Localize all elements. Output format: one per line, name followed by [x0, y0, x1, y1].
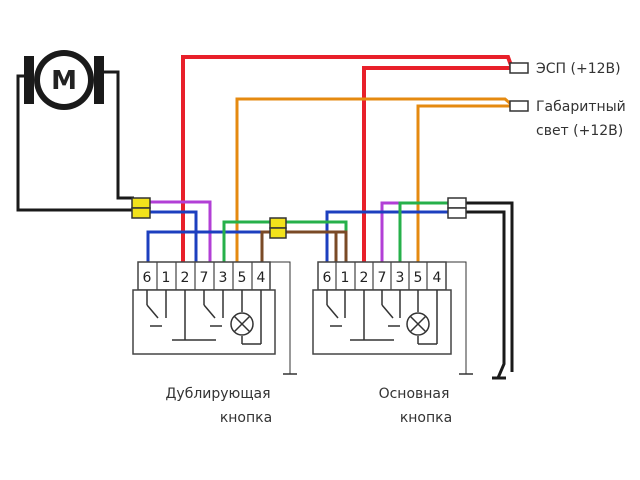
- terminal-lights: [509, 100, 529, 112]
- lights-label-line1: Габаритный: [536, 99, 626, 115]
- main-pin-1: 6: [323, 270, 332, 286]
- dup-lamp-icon: [230, 312, 254, 336]
- wire-green-dup: [222, 220, 270, 262]
- connector-middle: [269, 217, 287, 239]
- dup-pin-5: 3: [219, 270, 228, 286]
- main-pin-2: 1: [341, 270, 350, 286]
- wire-brown-main: [334, 230, 346, 262]
- dup-pin-1: 6: [143, 270, 152, 286]
- motor-label: M: [51, 66, 77, 96]
- wire-blue-motor: [150, 210, 198, 262]
- motor-wire-left: [16, 74, 134, 212]
- wire-black-ground-2: [466, 210, 506, 379]
- dup-caption-line1: Дублирующая: [165, 386, 270, 402]
- motor-face: [40, 56, 88, 104]
- connector-motor: [131, 197, 151, 219]
- main-pin-5: 3: [396, 270, 405, 286]
- wire-black-ground-1: [466, 201, 514, 372]
- dup-pin-strip: [137, 261, 271, 291]
- dup-pin-6: 5: [238, 270, 247, 286]
- motor-left-cap: [24, 56, 34, 104]
- main-caption-line1: Основная: [379, 386, 450, 402]
- main-switch-symbols: [326, 290, 438, 345]
- dup-caption-line2: кнопка: [220, 410, 272, 426]
- wire-red-main: [362, 66, 510, 262]
- motor-right-cap: [94, 56, 104, 104]
- wire-green-main: [398, 201, 448, 262]
- main-pin-4: 7: [378, 270, 387, 286]
- duplicate-button: 6 1 2 7 3 5 4 Ду: [132, 261, 276, 426]
- dup-switch-symbols: [146, 290, 262, 345]
- ground-line-main: [446, 261, 467, 374]
- dup-pin-4: 7: [200, 270, 209, 286]
- wire-purple-dup: [150, 200, 212, 262]
- lights-label-line2: свет (+12В): [536, 123, 623, 139]
- wire-blue-dup: [146, 230, 270, 262]
- esp-label: ЭСП (+12В): [536, 61, 621, 77]
- dup-pin-dividers: [156, 262, 253, 290]
- connector-ground: [447, 197, 467, 219]
- main-pin-3: 2: [360, 270, 369, 286]
- wire-blue-main: [325, 210, 448, 262]
- dup-pin-3: 2: [181, 270, 190, 286]
- dup-pin-7: 4: [257, 270, 266, 286]
- main-pin-dividers: [335, 262, 428, 290]
- wire-orange-main: [416, 104, 510, 262]
- main-caption-line2: кнопка: [400, 410, 452, 426]
- main-pin-6: 5: [414, 270, 423, 286]
- wire-brown-dup: [260, 230, 270, 262]
- main-pin-7: 4: [433, 270, 442, 286]
- main-lamp-icon: [406, 312, 430, 336]
- main-button: 6 1 2 7 3 5 4 Основная к: [312, 261, 452, 426]
- wire-orange-dup: [235, 97, 513, 262]
- dup-pin-2: 1: [162, 270, 171, 286]
- motor: M: [24, 50, 104, 110]
- ground-line-dup: [270, 261, 291, 374]
- terminal-esp: [509, 62, 529, 74]
- motor-wire-right: [104, 70, 134, 200]
